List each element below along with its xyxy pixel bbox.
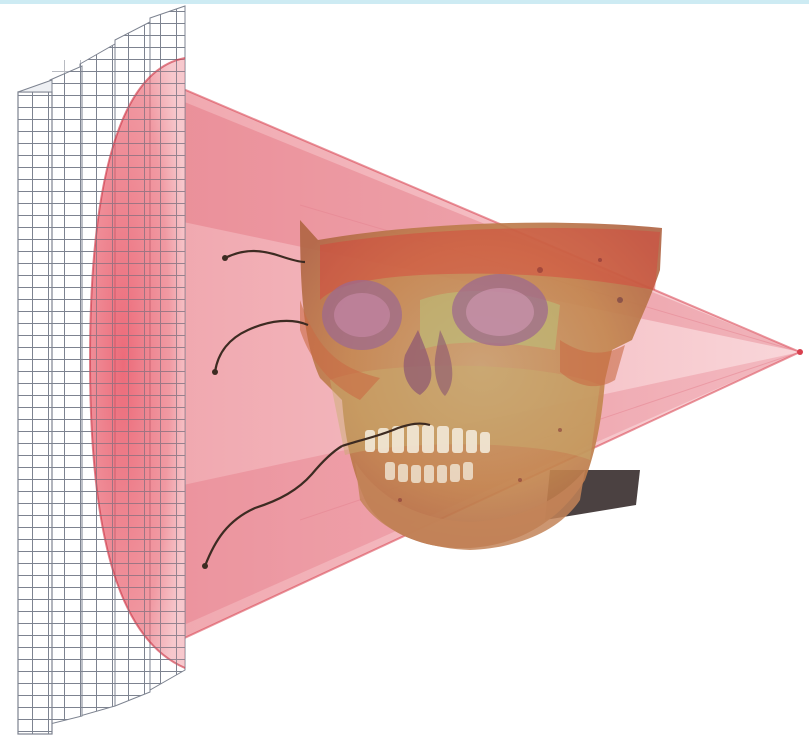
x-ray-source	[797, 349, 803, 355]
beam-footprint	[52, 58, 185, 670]
